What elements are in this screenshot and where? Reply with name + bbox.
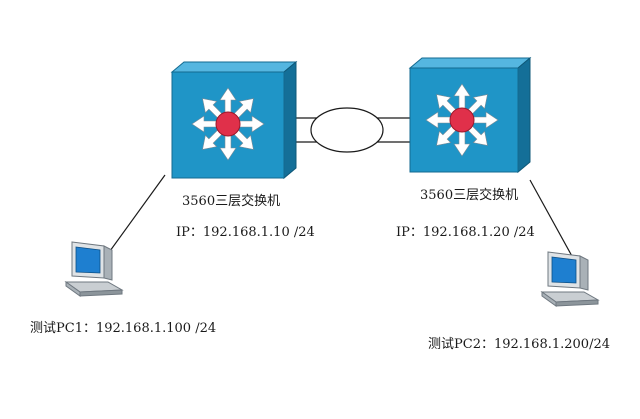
link-pc-right xyxy=(529,179,574,259)
switch-right-name: 3560三层交换机 xyxy=(420,188,519,203)
layer3-switch-icon xyxy=(170,60,298,180)
switch-right-ip: IP：192.168.1.20 /24 xyxy=(396,225,535,240)
pc-right-label: 测试PC2：192.168.1.200/24 xyxy=(428,337,610,352)
link-switch-bundle xyxy=(284,107,410,153)
layer3-switch-icon xyxy=(408,56,532,174)
link-pc-left xyxy=(101,174,166,263)
workstation-icon xyxy=(540,251,600,307)
switch-left-name: 3560三层交换机 xyxy=(182,194,281,209)
workstation-icon xyxy=(64,241,124,297)
switch-left-ip: IP：192.168.1.10 /24 xyxy=(176,225,315,240)
pc-left-label: 测试PC1：192.168.1.100 /24 xyxy=(30,321,217,336)
etherchannel-ellipse xyxy=(310,107,384,153)
